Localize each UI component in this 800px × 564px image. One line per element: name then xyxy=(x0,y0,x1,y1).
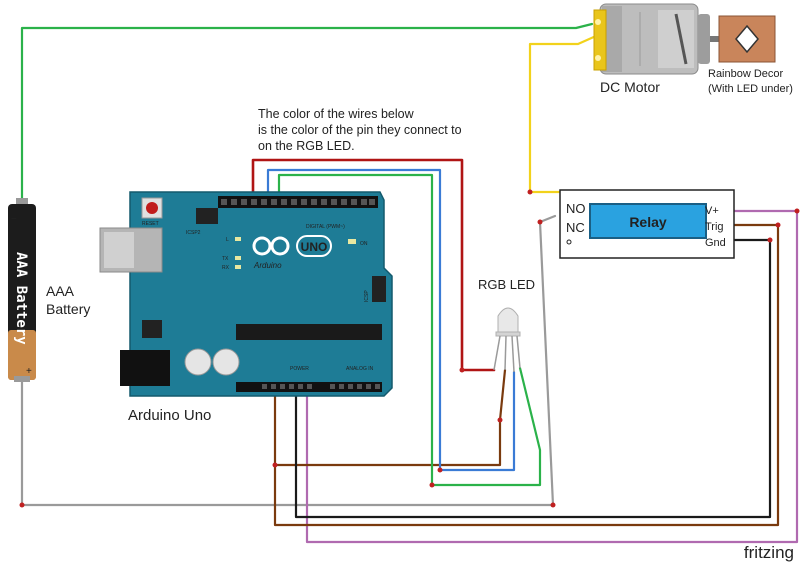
wire-led-common xyxy=(273,368,507,467)
rgb-led: RGB LED xyxy=(478,277,535,373)
arduino-uno: RESET ICSP2 DIGITAL (PWM~) UNO Arduino L xyxy=(99,191,393,424)
relay-pin-no: NO xyxy=(566,201,586,216)
relay-pin-gnd: Gnd xyxy=(705,237,726,249)
wires xyxy=(20,22,799,544)
battery-label-1: AAA xyxy=(46,283,75,299)
board-icsp2-text: ICSP2 xyxy=(186,230,201,236)
battery-vertical-text: AAA Battery xyxy=(13,252,29,345)
motor-label: DC Motor xyxy=(600,79,660,95)
wire-motor-to-relay-no xyxy=(528,34,598,194)
relay-pin-vplus: V+ xyxy=(705,205,719,217)
arduino-logo: UNO Arduino xyxy=(252,235,332,270)
wire-led-red xyxy=(251,158,496,372)
arduino-label: Arduino Uno xyxy=(128,407,211,424)
wire-relay-vplus xyxy=(305,209,799,544)
note-line-1: The color of the wires below xyxy=(258,107,415,121)
board-uno-text: UNO xyxy=(301,240,328,254)
wire-relay-trig xyxy=(273,223,780,527)
wire-endpoints xyxy=(19,189,800,508)
decor-label-2: (With LED under) xyxy=(708,83,793,95)
battery-minus: − xyxy=(11,214,17,225)
note-line-2: is the color of the pin they connect to xyxy=(258,123,462,137)
battery-label-2: Battery xyxy=(46,301,90,317)
battery-plus: + xyxy=(26,366,32,377)
wire-led-blue xyxy=(266,168,516,472)
board-power-text: POWER xyxy=(290,366,309,372)
board-icsp-text: ICSP xyxy=(364,290,370,302)
dc-motor: DC Motor xyxy=(593,3,720,95)
rgb-led-label: RGB LED xyxy=(478,277,535,292)
aaa-battery: − + AAA Battery AAA Battery xyxy=(8,198,90,382)
board-digital-text: DIGITAL (PWM~) xyxy=(306,224,345,230)
fritzing-watermark: fritzing xyxy=(744,543,794,562)
board-analog-text: ANALOG IN xyxy=(346,366,374,372)
wire-relay-gnd xyxy=(294,238,772,519)
board-on-text: ON xyxy=(360,241,368,247)
relay-pin-nc: NC xyxy=(566,220,585,235)
board-arduino-text: Arduino xyxy=(253,261,282,270)
note-line-3: on the RGB LED. xyxy=(258,139,355,153)
wire-battery-to-motor xyxy=(20,22,594,202)
board-tx-text: TX xyxy=(222,256,229,262)
board-l-text: L xyxy=(226,237,229,243)
relay-module: Relay NO NC V+ Trig Gnd xyxy=(559,189,735,259)
wire-color-note: The color of the wires below is the colo… xyxy=(258,107,462,153)
board-rx-text: RX xyxy=(222,265,230,271)
relay-label: Relay xyxy=(629,214,667,230)
relay-pin-trig: Trig xyxy=(705,221,724,233)
board-reset-text: RESET xyxy=(142,221,159,227)
rainbow-decor: Rainbow Decor (With LED under) xyxy=(708,15,793,95)
decor-label-1: Rainbow Decor xyxy=(708,68,784,80)
